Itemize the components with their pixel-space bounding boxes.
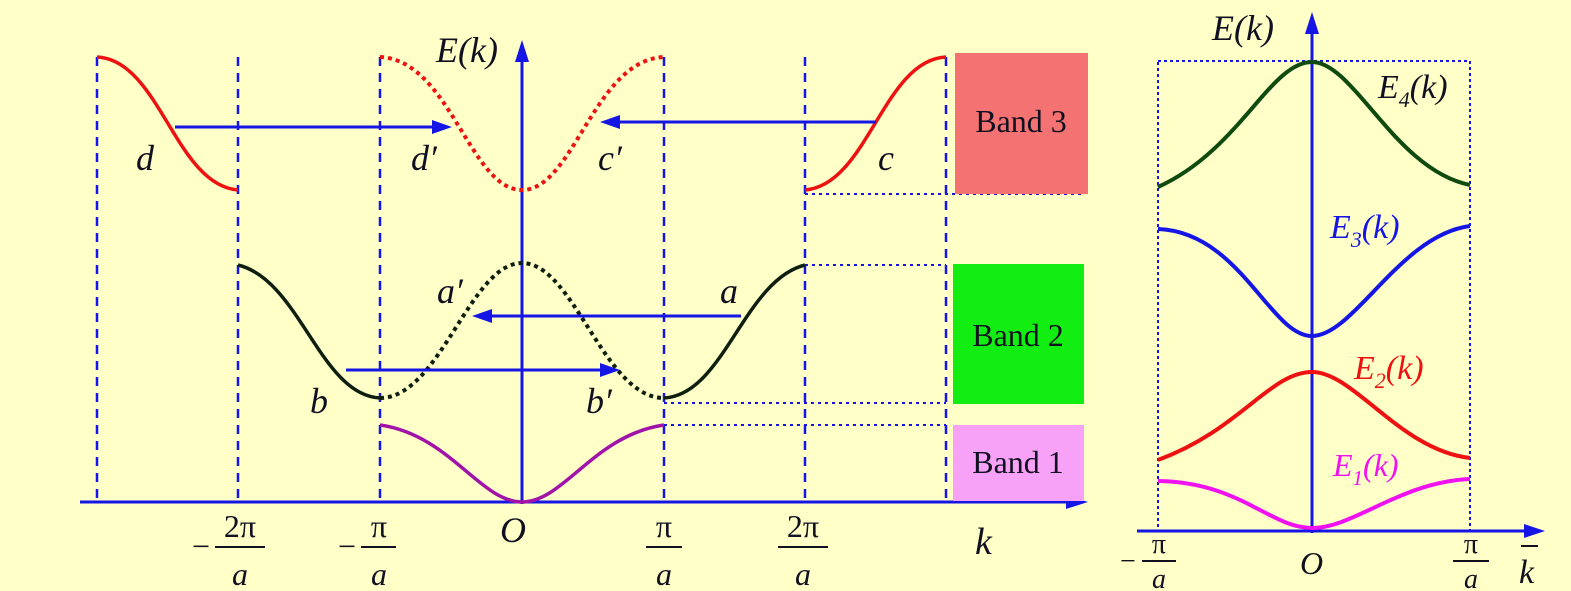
e4-label: E4(k) bbox=[1377, 69, 1448, 112]
label-b: b bbox=[310, 381, 328, 421]
energy-axis bbox=[515, 40, 529, 504]
origin-label: O bbox=[500, 510, 526, 550]
svg-text:2π: 2π bbox=[224, 508, 256, 544]
e3-curve bbox=[1157, 224, 1471, 339]
e2-label: E2(k) bbox=[1353, 350, 1424, 393]
zone-boundary-lines bbox=[95, 57, 948, 502]
band3-folded-curve bbox=[379, 55, 665, 193]
reduced-zone-panel: E(k) O k − π a π a E4(k) E3(k) E2(k) E1(… bbox=[1120, 8, 1545, 591]
point-labels: d d′ c′ c a′ a b b′ bbox=[136, 138, 894, 421]
tick-minus-2pi-over-a: − 2π a bbox=[192, 508, 265, 591]
label-c: c bbox=[878, 138, 894, 178]
e1-label: E1(k) bbox=[1332, 447, 1399, 490]
svg-text:a: a bbox=[232, 556, 248, 591]
svg-text:Band 2: Band 2 bbox=[972, 317, 1064, 353]
extended-zone-panel: Band 3 Band 2 Band 1 E(k) k O − 2π a − π… bbox=[80, 30, 1088, 591]
arrow-c-to-c-prime bbox=[600, 115, 876, 129]
svg-text:π: π bbox=[1152, 529, 1166, 560]
band3-curve-left bbox=[96, 55, 239, 192]
band1-box: Band 1 bbox=[953, 425, 1084, 501]
k-axis-label-reduced: k bbox=[1519, 545, 1538, 591]
label-d-prime: d′ bbox=[411, 138, 438, 178]
e2-curve bbox=[1157, 369, 1471, 462]
label-b-prime: b′ bbox=[586, 381, 613, 421]
origin-label-reduced: O bbox=[1300, 545, 1323, 581]
energy-axis-reduced bbox=[1305, 12, 1319, 533]
label-a-prime: a′ bbox=[437, 271, 464, 311]
tick-pi-over-a-reduced: π a bbox=[1453, 529, 1489, 591]
svg-text:k: k bbox=[1519, 554, 1535, 591]
band2-box: Band 2 bbox=[953, 264, 1084, 404]
energy-axis-label: E(k) bbox=[435, 30, 498, 70]
svg-text:a: a bbox=[1152, 564, 1166, 591]
e3-label: E3(k) bbox=[1329, 209, 1400, 252]
arrow-a-to-a-prime bbox=[472, 309, 741, 323]
band2-curve-left bbox=[237, 263, 381, 400]
e1-curve bbox=[1157, 477, 1471, 531]
band-edge-guides bbox=[664, 193, 1082, 426]
tick-minus-pi-over-a-reduced: − π a bbox=[1120, 529, 1176, 591]
svg-text:a: a bbox=[656, 556, 672, 591]
translation-arrows bbox=[175, 115, 876, 377]
arrow-d-to-d-prime bbox=[175, 120, 452, 134]
band3-box: Band 3 bbox=[955, 53, 1088, 194]
svg-text:π: π bbox=[1464, 529, 1478, 560]
k-axis-reduced bbox=[1137, 524, 1545, 538]
band2-curve-right bbox=[663, 263, 806, 400]
band1-curve bbox=[379, 423, 665, 504]
svg-text:π: π bbox=[371, 508, 387, 544]
tick-2pi-over-a: 2π a bbox=[778, 508, 828, 591]
energy-axis-label-reduced: E(k) bbox=[1211, 8, 1274, 48]
arrow-b-to-b-prime bbox=[346, 363, 620, 377]
e4-curve bbox=[1157, 59, 1471, 189]
svg-text:−: − bbox=[192, 528, 210, 564]
svg-text:a: a bbox=[1464, 564, 1478, 591]
svg-text:Band 3: Band 3 bbox=[975, 103, 1067, 139]
svg-text:a: a bbox=[795, 556, 811, 591]
svg-text:−: − bbox=[338, 528, 356, 564]
label-a: a bbox=[720, 271, 738, 311]
label-c-prime: c′ bbox=[598, 138, 623, 178]
k-axis-label: k bbox=[975, 521, 993, 563]
svg-text:2π: 2π bbox=[787, 508, 819, 544]
svg-text:π: π bbox=[656, 508, 672, 544]
tick-minus-pi-over-a: − π a bbox=[338, 508, 396, 591]
label-d: d bbox=[136, 138, 155, 178]
tick-pi-over-a: π a bbox=[646, 508, 682, 591]
svg-text:−: − bbox=[1120, 546, 1136, 577]
svg-text:Band 1: Band 1 bbox=[972, 444, 1064, 480]
band2-folded-curve bbox=[379, 260, 665, 400]
svg-text:a: a bbox=[371, 556, 387, 591]
